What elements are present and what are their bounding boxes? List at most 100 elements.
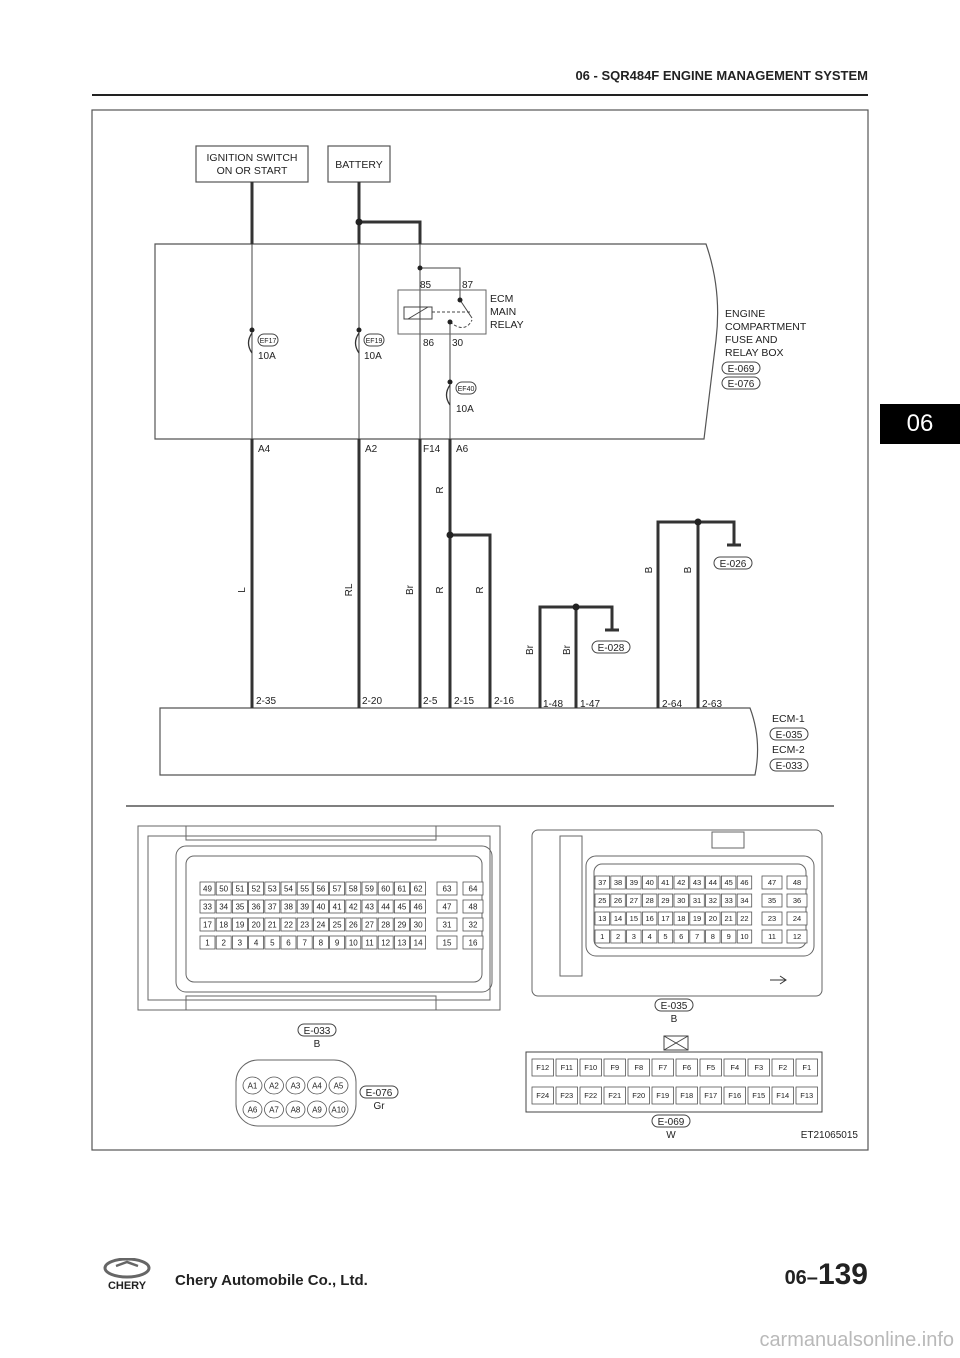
connector-pin: [626, 929, 642, 944]
connector-pin: [329, 899, 346, 914]
ecm-pin-2-63: 2-63: [702, 699, 722, 710]
connector-pin-label: 26: [614, 896, 622, 905]
connector-pin: [603, 1058, 626, 1077]
connector-pin-label: F5: [706, 1063, 715, 1072]
connector-pin: [393, 917, 410, 932]
wire-color-r-1: R: [435, 486, 446, 493]
connector-pin: [199, 881, 216, 896]
connector-pin: [296, 899, 313, 914]
connector-pin-label: F21: [608, 1091, 621, 1100]
connector-pin: [651, 1086, 674, 1105]
connector-pin-label: 33: [203, 902, 212, 911]
connector-pin: [761, 893, 783, 908]
connector-pin: [675, 1086, 698, 1105]
relay-pin-87: 87: [462, 280, 474, 291]
connector-pin-label: 38: [614, 878, 622, 887]
connector-pin-label: 24: [316, 920, 325, 929]
connector-pin-label: 28: [645, 896, 653, 905]
connector-pin-label: F6: [682, 1063, 691, 1072]
diagram-code: ET21065015: [801, 1130, 859, 1141]
ecm-connector-2: E-033: [776, 761, 803, 772]
connector-pin: [377, 917, 394, 932]
fuse-box-label-1: ENGINE: [725, 308, 765, 320]
pin-a4: A4: [258, 444, 271, 455]
connector-pin-label: 41: [661, 878, 669, 887]
connector-pin-label: 62: [414, 884, 423, 893]
connector-pin: [747, 1058, 770, 1077]
connector-pin-label: A9: [312, 1105, 322, 1114]
connector-pin-label: 31: [693, 896, 701, 905]
ecm-box: [159, 707, 759, 776]
connector-pin-label: F4: [730, 1063, 739, 1072]
connector-pin: [594, 929, 610, 944]
connector-pin: [215, 899, 232, 914]
wire-color-br-2: Br: [525, 644, 536, 655]
ecm-pin-2-64: 2-64: [662, 699, 682, 710]
connector-pin-label: A2: [269, 1081, 279, 1090]
connector-pin: [771, 1058, 794, 1077]
watermark[interactable]: carmanualsonline.info: [759, 1329, 954, 1351]
connector-pin: [436, 917, 458, 932]
connector-pin-label: F8: [634, 1063, 643, 1072]
connector-pin: [462, 917, 484, 932]
connector-pin-label: 7: [695, 932, 699, 941]
connector-pin-label: 51: [235, 884, 244, 893]
connector-pin: [361, 935, 378, 950]
connector-pin: [410, 935, 427, 950]
connector-pin-label: 5: [270, 938, 275, 947]
connector-pin: [786, 875, 808, 890]
connector-pin-label: 2: [221, 938, 226, 947]
thick-wires: [250, 182, 736, 708]
connector-e033-id: E-033: [304, 1026, 331, 1037]
fuse-box-label-2: COMPARTMENT: [725, 321, 807, 333]
connector-pin-label: 14: [614, 914, 622, 923]
connector-pin: [786, 929, 808, 944]
ground-e028-badge: [591, 640, 631, 654]
connector-pin: [531, 1058, 554, 1077]
connector-pin-label: 23: [300, 920, 309, 929]
connector-pin: [610, 875, 626, 890]
connector-pin: [393, 899, 410, 914]
connector-pin-label: 35: [768, 896, 776, 905]
connector-pin: [736, 911, 753, 926]
connector-pin-label: 41: [333, 902, 342, 911]
connector-pin: [721, 875, 737, 890]
connector-pin: [215, 935, 232, 950]
connector-pin: [642, 911, 658, 926]
page-header-title: 06 - SQR484F ENGINE MANAGEMENT SYSTEM: [575, 68, 868, 83]
connector-pin: [627, 1058, 650, 1077]
connector-pin: [626, 875, 642, 890]
wire-color-r-3: R: [475, 586, 486, 593]
connector-pin: [248, 881, 265, 896]
connector-pin-label: 8: [711, 932, 715, 941]
connector-pin: [761, 911, 783, 926]
connector-e069-badge: [651, 1114, 691, 1128]
connector-pin-label: 60: [381, 884, 390, 893]
connector-pin-label: 19: [693, 914, 701, 923]
connector-pin: [280, 899, 297, 914]
connector-pin: [705, 911, 721, 926]
connector-pin: [296, 881, 313, 896]
connector-pin: [345, 899, 362, 914]
connector-pin: [721, 893, 737, 908]
battery-box: BATTERY: [327, 145, 391, 183]
connector-pin-label: 50: [219, 884, 228, 893]
connector-pin-label: 17: [661, 914, 669, 923]
connector-pin-label: 28: [381, 920, 390, 929]
connector-pin-label: 10: [740, 932, 748, 941]
connector-pin-label: 30: [414, 920, 423, 929]
connector-e076-id: E-076: [366, 1088, 393, 1099]
connector-pin-label: F19: [656, 1091, 669, 1100]
connector-pin: [705, 893, 721, 908]
connector-pin: [436, 881, 458, 896]
connector-e076-badge: [359, 1085, 399, 1099]
connector-pin-label: A4: [312, 1081, 322, 1090]
section-tab[interactable]: 06: [880, 404, 960, 444]
connector-pin: [280, 917, 297, 932]
connector-pin: [377, 881, 394, 896]
connector-pin-label: 46: [740, 878, 748, 887]
connector-pin-label: 7: [302, 938, 307, 947]
connector-pin: [285, 1100, 306, 1119]
pin-a6: A6: [456, 444, 469, 455]
